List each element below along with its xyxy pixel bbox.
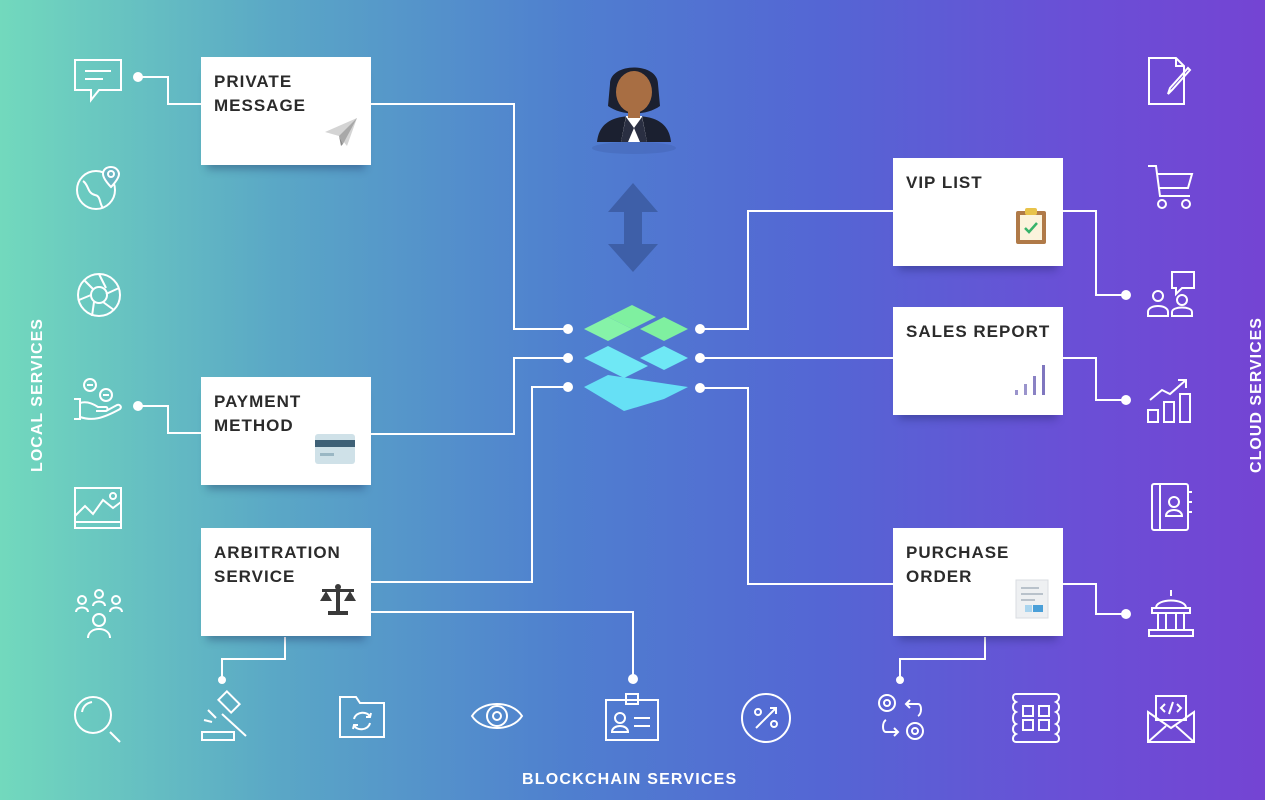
bar-signal-icon xyxy=(1013,362,1049,401)
port-exchange xyxy=(896,676,904,684)
presentation-icon[interactable] xyxy=(1146,270,1196,318)
connector-payment-method-icon xyxy=(138,405,201,434)
local-services-label: LOCAL SERVICES xyxy=(28,318,46,472)
blockchain-services-label: BLOCKCHAIN SERVICES xyxy=(522,771,738,788)
connector-arbitration-gavel xyxy=(221,637,286,680)
document-edit-icon[interactable] xyxy=(1146,56,1194,106)
sales-report-card[interactable]: SALES REPORT xyxy=(893,307,1063,415)
port-badge xyxy=(628,674,638,684)
vip-list-card[interactable]: VIP LIST xyxy=(893,158,1063,266)
connector-hub-vip-list xyxy=(700,210,893,330)
gavel-icon[interactable] xyxy=(198,690,254,744)
arbitration-service-label: ARBITRATION SERVICE xyxy=(214,543,341,586)
contact-book-icon[interactable] xyxy=(1148,482,1194,532)
private-message-card[interactable]: PRIVATE MESSAGE xyxy=(201,57,371,165)
payment-method-card[interactable]: PAYMENT METHOD xyxy=(201,377,371,485)
hub-port-1 xyxy=(563,324,573,334)
cloud-services-label: CLOUD SERVICES xyxy=(1247,317,1265,473)
arbitration-service-card[interactable]: ARBITRATION SERVICE xyxy=(201,528,371,636)
connector-purchase-order-icon xyxy=(1063,583,1126,615)
vip-list-label: VIP LIST xyxy=(906,173,983,192)
shutter-icon[interactable] xyxy=(76,272,122,318)
clipboard-check-icon xyxy=(1015,207,1047,250)
two-way-arrow-icon xyxy=(608,183,658,272)
growth-chart-icon[interactable] xyxy=(1146,376,1196,424)
port-chat xyxy=(133,72,143,82)
hub-port-6 xyxy=(695,383,705,393)
blockchain-hub-logo xyxy=(584,305,688,411)
people-group-icon[interactable] xyxy=(73,588,125,640)
hub-port-2 xyxy=(563,353,573,363)
map-chart-icon[interactable] xyxy=(73,486,123,530)
connector-arbitration-hub xyxy=(371,386,568,583)
port-growth xyxy=(1121,395,1131,405)
port-hand xyxy=(133,401,143,411)
connector-private-message-icon xyxy=(138,76,201,105)
hub-port-4 xyxy=(695,324,705,334)
chat-bubble-icon[interactable] xyxy=(73,58,123,104)
paper-plane-icon xyxy=(323,116,359,153)
scales-icon xyxy=(319,583,357,622)
connector-payment-method-hub xyxy=(371,357,568,435)
hub-port-3 xyxy=(563,382,573,392)
id-badge-icon[interactable] xyxy=(604,688,660,742)
folder-sync-icon[interactable] xyxy=(338,693,388,741)
sales-report-label: SALES REPORT xyxy=(906,322,1051,341)
eye-icon[interactable] xyxy=(470,698,524,734)
invoice-document-icon xyxy=(1015,579,1049,624)
connector-purchase-order-exchange xyxy=(899,637,986,680)
port-presentation xyxy=(1121,290,1131,300)
percent-icon[interactable] xyxy=(740,692,792,744)
private-message-label: PRIVATE MESSAGE xyxy=(214,72,307,115)
purchase-order-card[interactable]: PURCHASE ORDER xyxy=(893,528,1063,636)
credit-card-icon xyxy=(315,434,355,469)
exchange-icon[interactable] xyxy=(876,692,928,744)
hand-coins-icon[interactable] xyxy=(72,377,124,423)
port-building xyxy=(1121,609,1131,619)
shopping-cart-icon[interactable] xyxy=(1146,162,1196,212)
app-grid-icon[interactable] xyxy=(1010,692,1062,744)
globe-location-icon[interactable] xyxy=(75,163,121,211)
government-building-icon[interactable] xyxy=(1146,588,1196,638)
hub-port-5 xyxy=(695,353,705,363)
connector-sales-report-icon xyxy=(1063,357,1126,401)
connector-hub-purchase-order xyxy=(700,387,893,585)
connector-arbitration-badge xyxy=(371,611,634,679)
code-mail-icon[interactable] xyxy=(1146,692,1196,744)
connector-vip-list-icon xyxy=(1063,210,1126,296)
payment-method-label: PAYMENT METHOD xyxy=(214,392,302,435)
purchase-order-label: PURCHASE ORDER xyxy=(906,543,1010,586)
user-avatar-icon xyxy=(592,67,676,154)
search-icon[interactable] xyxy=(72,694,124,746)
port-gavel xyxy=(218,676,226,684)
connector-private-message-hub xyxy=(371,103,568,330)
